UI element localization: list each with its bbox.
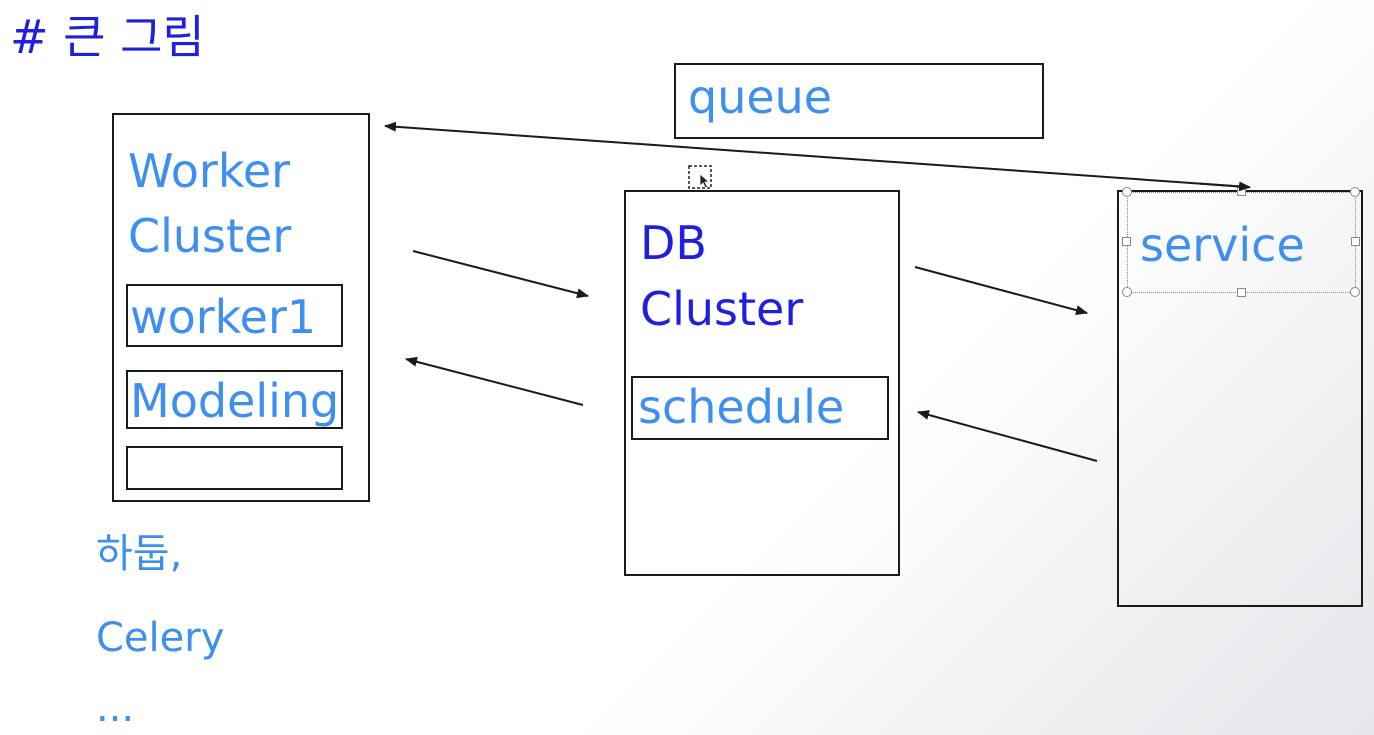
worker1-box[interactable] [126, 284, 343, 347]
schedule-box[interactable] [631, 376, 889, 440]
arrow-worker-service-start-head [1199, 181, 1251, 192]
arrow-service-to-db [917, 410, 1098, 462]
arrow-service-to-worker [384, 121, 1249, 188]
selection-handle-middle-left[interactable] [1122, 237, 1131, 246]
empty-worker-box[interactable] [126, 446, 343, 490]
worker1-label: worker1 [130, 290, 317, 344]
db-cluster-box[interactable] [624, 190, 900, 576]
selection-handle-top-left[interactable] [1122, 187, 1132, 197]
cursor-select-icon [688, 165, 716, 191]
arrow-db-to-worker [405, 356, 584, 406]
selection-handle-bottom-right[interactable] [1350, 287, 1360, 297]
queue-box[interactable] [674, 63, 1044, 139]
worker-cluster-title-line1: Worker [128, 144, 291, 198]
schedule-label: schedule [638, 380, 845, 434]
modeling-label: Modeling [130, 374, 340, 428]
arrow-db-to-service [914, 266, 1088, 315]
selection-handle-bottom-left[interactable] [1122, 287, 1132, 297]
note-line-1: 하둡, [96, 531, 183, 577]
page-title: # 큰 그림 [10, 10, 205, 64]
selection-handle-bottom-middle[interactable] [1237, 288, 1246, 297]
modeling-box[interactable] [126, 370, 343, 429]
worker-cluster-box[interactable] [112, 113, 370, 502]
selection-handle-top-right[interactable] [1350, 187, 1360, 197]
worker-cluster-title-line2: Cluster [128, 209, 292, 263]
queue-label: queue [688, 70, 833, 124]
service-label[interactable]: service [1140, 218, 1305, 272]
note-line-2: Celery [96, 615, 225, 661]
note-line-3: ... [96, 685, 135, 731]
arrow-worker-to-db [412, 250, 589, 299]
db-cluster-title-line2: Cluster [640, 282, 804, 336]
db-cluster-title-line1: DB [640, 216, 707, 270]
selection-handle-middle-right[interactable] [1351, 237, 1360, 246]
